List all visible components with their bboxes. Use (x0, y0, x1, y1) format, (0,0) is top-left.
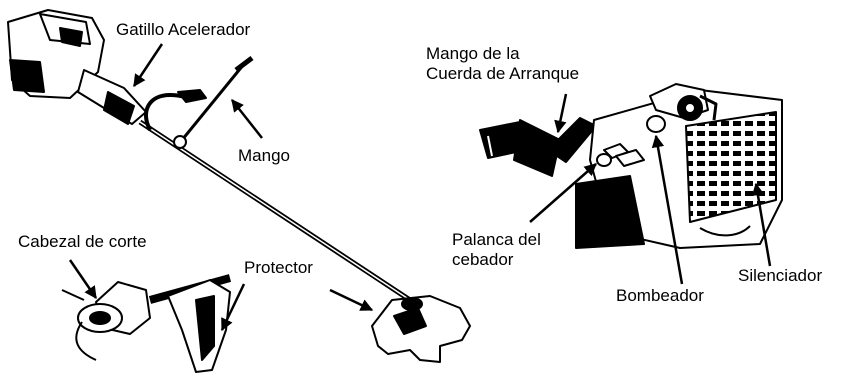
arrow-cabezal (68, 259, 98, 300)
arrow-palanca (529, 163, 597, 223)
label-palanca-line-1: Palanca del (452, 230, 541, 249)
label-cabezal-de-corte: Cabezal de corte (18, 232, 147, 251)
cutting-head-detail (61, 274, 232, 373)
label-palanca-line-2: cebador (452, 250, 514, 269)
label-cuerda-line-2: Cuerda de Arranque (426, 64, 580, 83)
primer-bulb (646, 115, 666, 133)
arrow-silenciador (751, 182, 772, 267)
arrow-icon (68, 43, 772, 332)
fuel-tank (9, 59, 45, 93)
choke-lever (596, 153, 612, 167)
engine-detail (59, 27, 83, 47)
arrow-bombeador (651, 134, 684, 285)
label-palanca-cebador: Palanca del cebador (452, 230, 541, 270)
handle-bar (180, 63, 246, 141)
label-mango-cuerda-arranque: Mango de la Cuerda de Arranque (426, 44, 579, 84)
throttle-grip (103, 91, 135, 125)
arrow-gatillo (132, 43, 164, 88)
trim-line (75, 321, 97, 361)
label-protector: Protector (244, 258, 313, 277)
label-cuerda-line-1: Mango de la (426, 44, 520, 63)
arrow-mango (231, 99, 263, 139)
label-bombeador: Bombeador (616, 286, 704, 305)
label-gatillo-acelerador: Gatillo Acelerador (116, 20, 251, 39)
label-mango: Mango (238, 146, 290, 165)
arrow-protector (220, 283, 246, 332)
trimmer-drawing (7, 9, 471, 363)
arrow-protector-guard (329, 288, 374, 312)
arrow-cuerda (554, 93, 568, 134)
engine-drawing (479, 83, 783, 249)
air-filter (575, 175, 645, 249)
guard (371, 295, 471, 363)
label-silenciador: Silenciador (738, 266, 823, 285)
